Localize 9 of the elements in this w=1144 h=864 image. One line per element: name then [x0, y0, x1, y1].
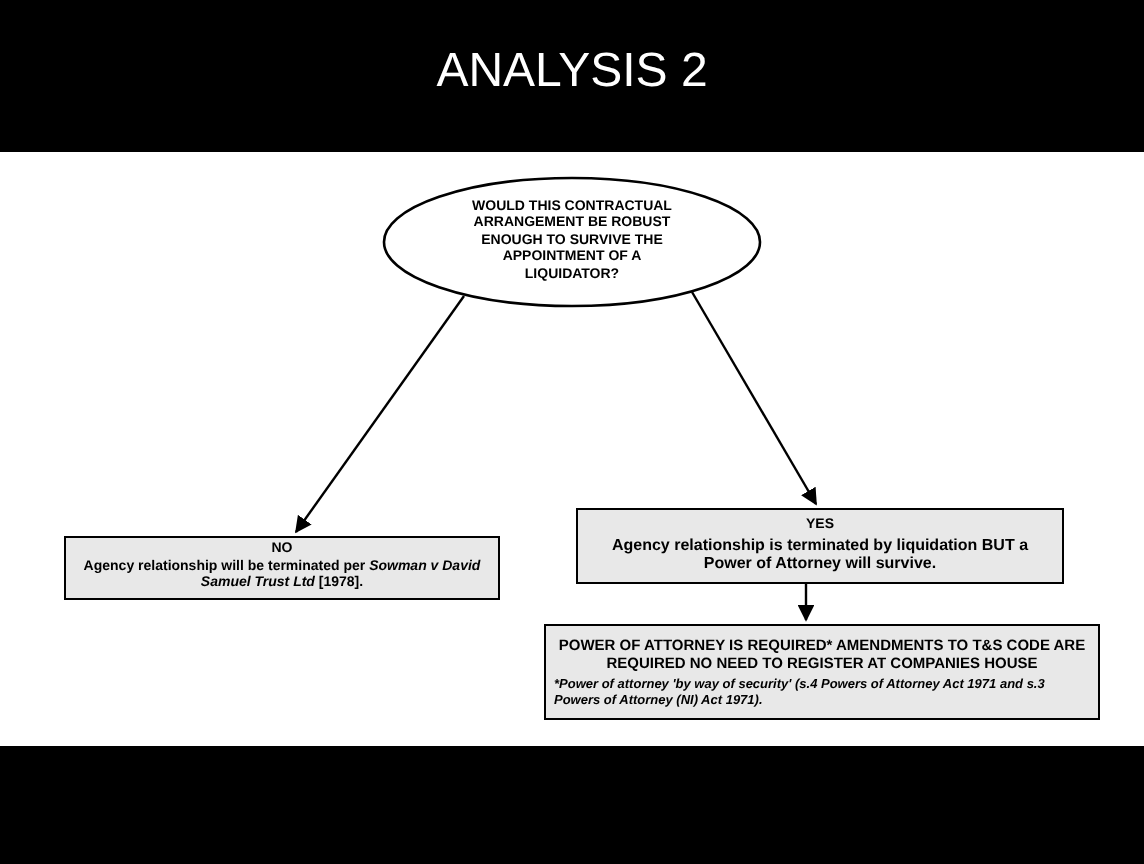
- arrow: [690, 291, 818, 506]
- box-text: Agency relationship is terminated by liquidation BUT a Power of Attorney will survive.: [609, 535, 1031, 574]
- outcome-box: [64, 536, 500, 600]
- slide-title: ANALYSIS 2: [434, 44, 710, 100]
- arrow: [797, 584, 815, 622]
- decision-ellipse: [382, 176, 762, 308]
- outcome-box: [576, 508, 1064, 584]
- requirements-box: [544, 624, 1100, 720]
- arrow: [295, 295, 465, 534]
